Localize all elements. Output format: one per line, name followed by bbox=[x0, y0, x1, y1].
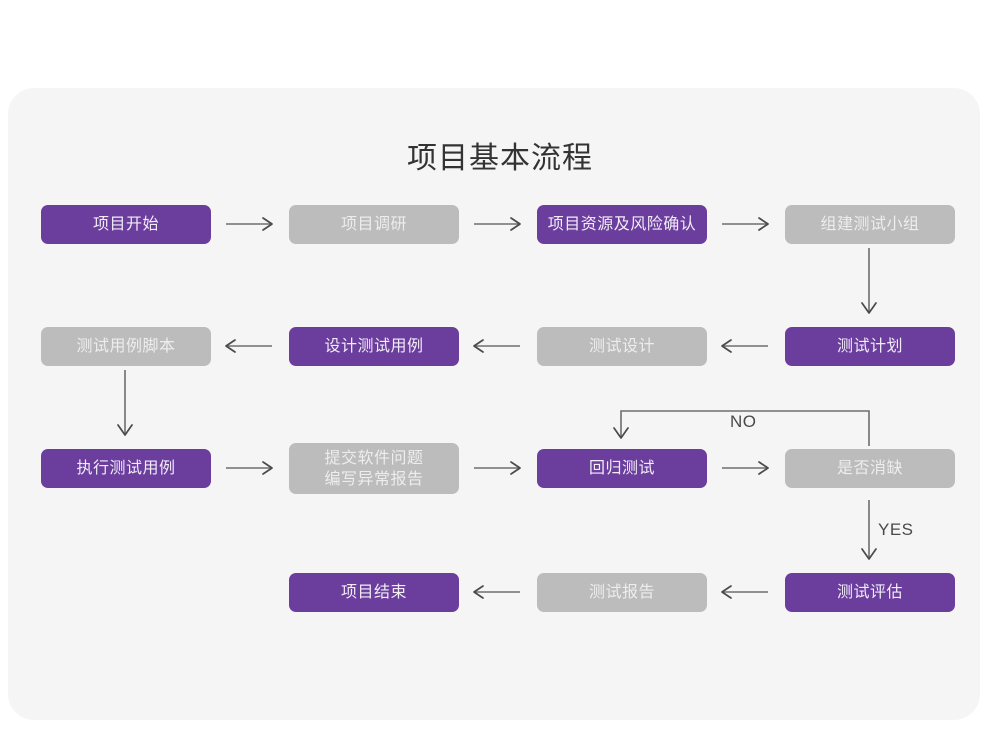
node-defect-cleared-decision[interactable]: 是否消缺 bbox=[785, 449, 955, 488]
node-test-case-script[interactable]: 测试用例脚本 bbox=[41, 327, 211, 366]
node-project-start[interactable]: 项目开始 bbox=[41, 205, 211, 244]
edge-label-no: NO bbox=[730, 412, 757, 431]
flowchart-panel bbox=[8, 88, 980, 720]
node-test-design[interactable]: 测试设计 bbox=[537, 327, 707, 366]
node-execute-test-cases[interactable]: 执行测试用例 bbox=[41, 449, 211, 488]
node-regression-test[interactable]: 回归测试 bbox=[537, 449, 707, 488]
edge-label-yes: YES bbox=[878, 520, 914, 539]
node-design-test-cases[interactable]: 设计测试用例 bbox=[289, 327, 459, 366]
node-build-test-team[interactable]: 组建测试小组 bbox=[785, 205, 955, 244]
node-label-line-1: 提交软件问题 bbox=[324, 449, 424, 467]
node-project-end[interactable]: 项目结束 bbox=[289, 573, 459, 612]
node-project-survey[interactable]: 项目调研 bbox=[289, 205, 459, 244]
node-resource-risk-confirm[interactable]: 项目资源及风险确认 bbox=[537, 205, 707, 244]
node-test-plan[interactable]: 测试计划 bbox=[785, 327, 955, 366]
node-submit-issue-write-report[interactable]: 提交软件问题 编写异常报告 bbox=[289, 443, 459, 494]
node-label-line-2: 编写异常报告 bbox=[324, 470, 424, 488]
node-test-evaluation[interactable]: 测试评估 bbox=[785, 573, 955, 612]
page-title: 项目基本流程 bbox=[407, 142, 593, 175]
node-test-report[interactable]: 测试报告 bbox=[537, 573, 707, 612]
